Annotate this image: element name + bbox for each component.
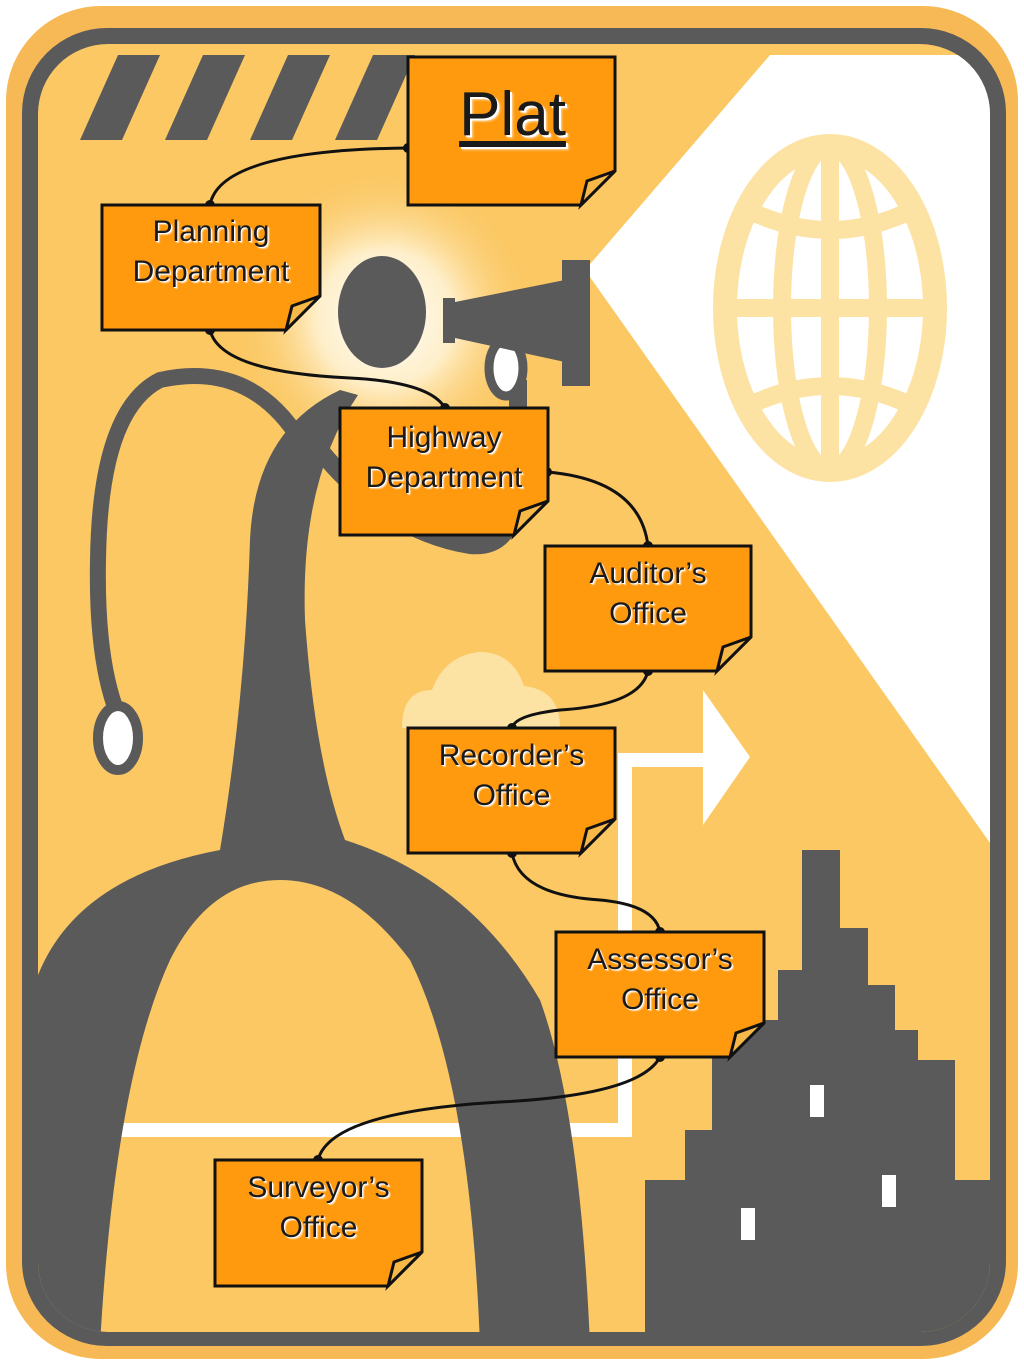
building-windows	[741, 1085, 896, 1240]
note-planning	[100, 203, 322, 332]
figure-head	[338, 256, 426, 368]
note-fold-corner	[727, 1021, 766, 1062]
note-assessor	[554, 930, 766, 1059]
note-fold-corner	[385, 1250, 424, 1291]
megaphone-icon	[443, 260, 590, 386]
note-surveyor	[213, 1158, 424, 1288]
note-boxes	[100, 55, 766, 1291]
note-highway	[338, 406, 550, 537]
page-title: Plat	[459, 80, 566, 149]
note-fold-corner	[578, 169, 617, 210]
note-recorder	[406, 726, 617, 855]
cloud-shape	[402, 652, 560, 728]
note-fold-corner	[283, 294, 322, 335]
cord-end	[93, 701, 143, 775]
note-fold-corner	[578, 817, 617, 858]
figure-body	[38, 390, 590, 1332]
direction-arrow	[703, 690, 750, 825]
globe-icon	[713, 134, 947, 482]
note-auditor	[543, 544, 753, 673]
note-fold-corner	[511, 499, 550, 540]
connectors	[208, 146, 662, 1161]
hazard-stripes	[80, 55, 415, 140]
figure-cord	[89, 368, 307, 718]
note-fold-corner	[714, 635, 753, 676]
